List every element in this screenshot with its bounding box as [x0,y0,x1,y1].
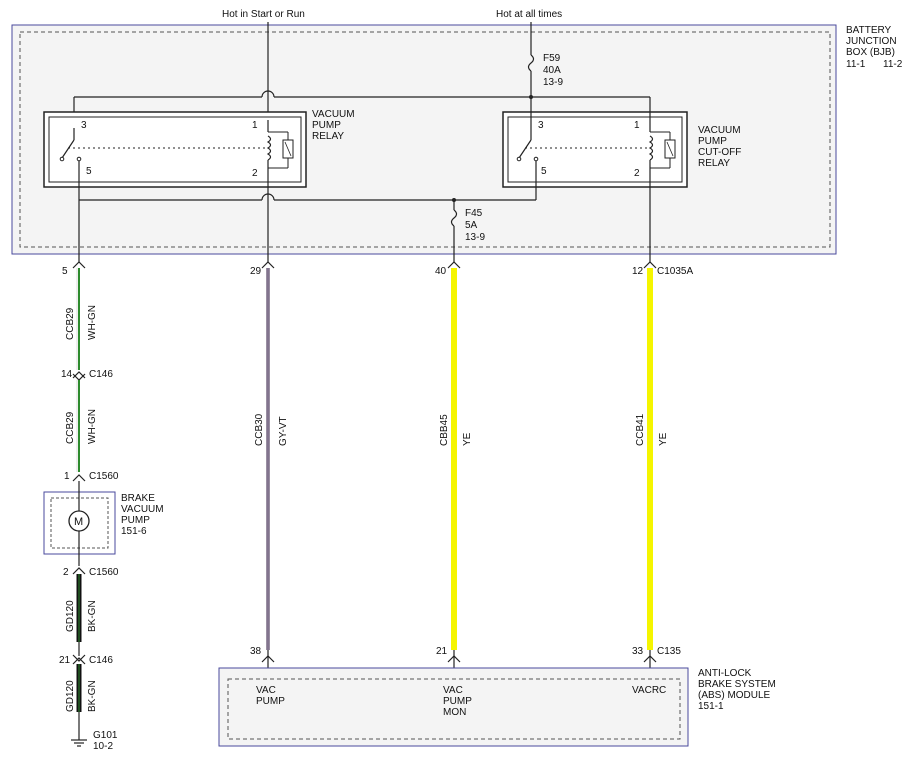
fuse-f45-rating: 5A [465,220,478,231]
fuse-f59-symbol [527,54,535,72]
svg-text:GY-VT: GY-VT [278,416,289,446]
svg-text:12: 12 [632,266,644,277]
svg-text:YE: YE [658,432,669,446]
connector-c146-bottom [72,657,86,665]
signal-vacrc: VACRC [632,685,666,696]
svg-text:PUMP: PUMP [312,120,341,131]
svg-text:1: 1 [634,120,640,131]
svg-text:40: 40 [435,266,447,277]
label-hot-start-run: Hot in Start or Run [222,9,305,20]
svg-text:BK-GN: BK-GN [87,600,98,632]
svg-text:5: 5 [86,166,92,177]
svg-text:BK-GN: BK-GN [87,680,98,712]
bjb-ref-left: 11-1 [846,59,866,70]
svg-text:29: 29 [250,266,262,277]
svg-text:33: 33 [632,646,644,657]
svg-text:BATTERY: BATTERY [846,25,892,36]
svg-text:BRAKE SYSTEM: BRAKE SYSTEM [698,679,776,690]
signal-vac-pump-mon-line1: VAC [443,685,463,696]
bjb-inner-box [19,31,831,248]
svg-text:151-6: 151-6 [121,526,147,537]
fuse-f59-rating: 40A [543,65,561,76]
fuse-f59-name: F59 [543,53,561,64]
svg-text:2: 2 [63,567,69,578]
signal-vac-pump-mon-line3: MON [443,707,466,718]
svg-text:VACUUM: VACUUM [698,125,741,136]
brake-vacuum-pump-label: BRAKE VACUUM PUMP 151-6 [121,493,164,537]
svg-text:C1560: C1560 [89,567,119,578]
connector-c1560-bottom [72,567,86,575]
svg-text:1: 1 [252,120,258,131]
svg-text:151-1: 151-1 [698,701,724,712]
svg-text:C1560: C1560 [89,471,119,482]
svg-text:BRAKE: BRAKE [121,493,155,504]
signal-vac-pump-line2: PUMP [256,696,285,707]
bjb-ref-right: 11-2 [883,59,903,70]
svg-text:CCB29: CCB29 [65,307,76,340]
svg-text:2: 2 [252,168,258,179]
svg-text:CCB41: CCB41 [635,413,646,446]
svg-text:GD120: GD120 [65,680,76,712]
svg-text:5: 5 [541,166,547,177]
ground-icon [71,739,87,747]
svg-text:PUMP: PUMP [698,136,727,147]
svg-text:C146: C146 [89,655,113,666]
svg-text:2: 2 [634,168,640,179]
connector-c1560-top [72,474,86,482]
svg-text:RELAY: RELAY [312,131,344,142]
svg-text:VACUUM: VACUUM [121,504,164,515]
vacuum-pump-relay-switch [61,139,75,159]
vacuum-pump-relay-label: VACUUM PUMP RELAY [312,109,355,142]
bjb-title: BATTERY JUNCTION BOX (BJB) 11-1 11-2 [846,25,903,70]
fuse-f45-ref: 13-9 [465,232,485,243]
svg-text:ANTI-LOCK: ANTI-LOCK [698,668,752,679]
svg-text:JUNCTION: JUNCTION [846,36,897,47]
svg-text:(ABS) MODULE: (ABS) MODULE [698,690,771,701]
signal-vac-pump-line1: VAC [256,685,276,696]
vacuum-pump-relay-box [43,111,307,188]
abs-module-box [218,667,689,747]
ground-ref: 10-2 [93,741,113,752]
svg-text:VACUUM: VACUUM [312,109,355,120]
fuse-f59-ref: 13-9 [543,77,563,88]
label-hot-all-times: Hot at all times [496,9,562,20]
fuse-f45-symbol [450,209,458,227]
svg-text:WH-GN: WH-GN [87,409,98,444]
cutoff-relay-switch [518,139,532,159]
cutoff-relay-coil [648,135,654,161]
svg-text:3: 3 [81,120,87,131]
svg-text:CCB30: CCB30 [254,413,265,446]
svg-text:5: 5 [62,266,68,277]
svg-text:CUT-OFF: CUT-OFF [698,147,741,158]
svg-text:14: 14 [61,369,73,380]
signal-vac-pump-mon-line2: PUMP [443,696,472,707]
svg-text:BOX (BJB): BOX (BJB) [846,47,895,58]
abs-module-label: ANTI-LOCK BRAKE SYSTEM (ABS) MODULE 151-… [698,668,776,712]
svg-text:GD120: GD120 [65,600,76,632]
connector-c135: C135 [657,646,681,657]
fuse-f45-name: F45 [465,208,483,219]
abs-connector-pins: 38 21 33 C135 [250,646,681,680]
svg-text:RELAY: RELAY [698,158,730,169]
svg-text:3: 3 [538,120,544,131]
vacuum-pump-relay-coil [266,135,272,161]
svg-text:21: 21 [59,655,71,666]
svg-text:C146: C146 [89,369,113,380]
svg-text:21: 21 [436,646,448,657]
svg-text:YE: YE [462,432,473,446]
svg-text:1: 1 [64,471,70,482]
svg-text:WH-GN: WH-GN [87,305,98,340]
svg-text:M: M [74,516,83,528]
cutoff-relay-label: VACUUM PUMP CUT-OFF RELAY [698,125,741,169]
ground-g101: G101 [93,730,118,741]
bjb-connector-pins: 5 29 40 12 C1035A [62,261,693,277]
svg-text:CBB45: CBB45 [439,414,450,446]
svg-text:38: 38 [250,646,262,657]
cutoff-relay-box [502,111,688,188]
svg-text:PUMP: PUMP [121,515,150,526]
svg-text:CCB29: CCB29 [65,411,76,444]
connector-c1035a: C1035A [657,266,693,277]
